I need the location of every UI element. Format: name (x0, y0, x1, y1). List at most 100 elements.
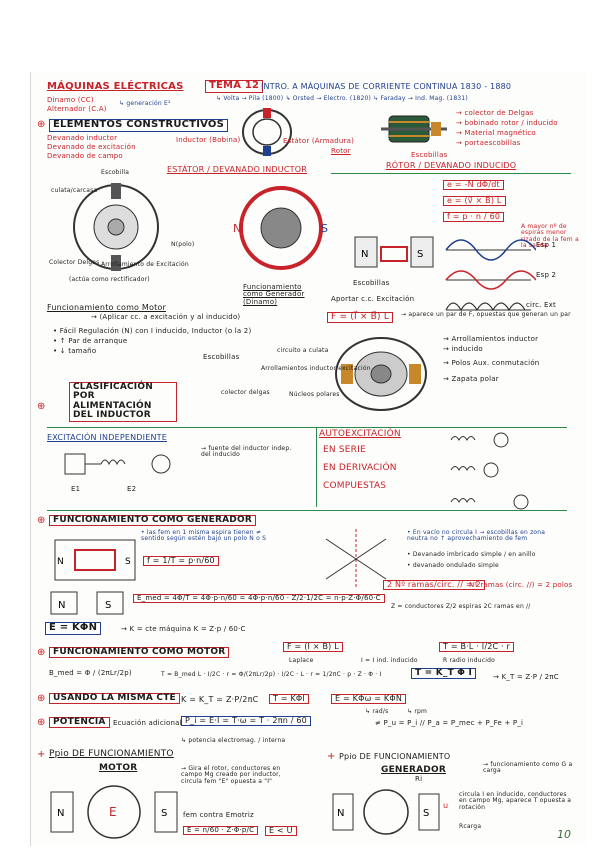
gen-funcionamiento-title: Ppio DE FUNCIONAMIENTO (339, 752, 451, 761)
polos-aux-label: → Polos Aux. conmutación (443, 359, 540, 367)
motor-bullet-3: • ↓ tamaño (53, 347, 97, 355)
generador-note-4: • devanado ondulado simple (407, 562, 499, 569)
colector-motor-label: colector delgas (221, 389, 270, 396)
elementos-title: ELEMENTOS CONSTRUCTIVOS (49, 119, 228, 132)
rads-label: ↳ rad/s (365, 708, 389, 715)
escobillas-label: Escobillas (411, 151, 448, 159)
indep-title: EXCITACIÓN INDEPENDIENTE (47, 433, 167, 442)
portaescobillas-label: → portaescobillas (456, 139, 521, 147)
r-radio-label: R radio inducido (443, 657, 495, 664)
compuestas-label: COMPUESTAS (323, 481, 387, 491)
material-label: → Material magnético (456, 129, 536, 137)
estator-label: Estátor (Armadura) (283, 137, 354, 145)
svg-text:S: S (161, 808, 167, 819)
kt-formula: → K_T = Z·P / 2πC (493, 673, 559, 681)
generador-freq-formula: f = 1/T = p·n/60 (143, 556, 219, 567)
bullet-icon: ⊕ (37, 515, 46, 526)
divider-line (47, 510, 567, 511)
arrollamiento-label: Arrollamiento de Excitación (101, 261, 189, 268)
rotor-escobillas-label: Escobillas (353, 279, 390, 287)
rotor-sketch-icon (381, 115, 447, 143)
potencia-subtitle: Ecuación adicional (113, 719, 182, 727)
circuito-label: circuito a culata (277, 347, 329, 354)
autoexc-circuits-icon (450, 432, 529, 510)
divider-line (316, 427, 317, 507)
motor-t-formula: T = B·L · I/2C · r (439, 642, 515, 653)
motor-title: FUNCIONAMIENTO COMO MOTOR (49, 647, 230, 659)
divider-line (331, 173, 571, 174)
generacion-label: ↳ generación E² (119, 100, 171, 107)
svg-text:S: S (125, 557, 131, 567)
fuente-label: → fuente del inductor indep. del inducid… (201, 445, 292, 459)
laplace-label: Laplace (289, 657, 314, 664)
colector-label: Colector Delgas (49, 259, 100, 266)
e2-label: E2 (127, 485, 137, 493)
plus-icon: + (327, 751, 336, 762)
estator-sketch-icon (242, 108, 292, 156)
divider-line (47, 427, 567, 428)
motor-intro-title: Funcionamiento como Motor (47, 303, 167, 312)
inductor-label: Inductor (Bobina) (176, 136, 241, 144)
gen-desc: circula I en inducido, conductores en ca… (459, 791, 572, 811)
e1-label: E1 (71, 485, 81, 493)
generator-diagram-icon: N S (332, 789, 440, 835)
polos-label: N(polo) (171, 241, 195, 248)
waveform-plot-icon (445, 239, 536, 312)
potencia-note: ↳ potencia electromag. / interna (181, 737, 286, 744)
ekphi-formula: E = KΦN (45, 622, 102, 635)
elementos-item-1: Devanado inductor (47, 134, 118, 142)
t-short-formula: T = K_T Φ I (411, 668, 477, 680)
dinamo-label: Dinamo (CC) (47, 96, 94, 104)
ri-label: Ri (415, 775, 423, 783)
zapata-label: → Zapata polar (443, 375, 499, 383)
bmed-formula: B_med = Φ / (2πLr/2p) (49, 669, 132, 677)
aportar-excitacion-label: Aportar c.c. Excitación (331, 295, 415, 303)
t-full-formula: T = B_med L · I/2C · r = Φ/(2πLr/2p) · I… (161, 671, 382, 678)
arrollamientos-label: Arrollamientos inductor/excitación (261, 365, 371, 372)
fem-formula: E = n/60 · Z·Φ·p/C (183, 826, 259, 836)
svg-text:N: N (58, 600, 65, 611)
ramas-polos-formula: Nº ramas (circ. //) = 2 polos (469, 581, 573, 589)
bullet-icon: ⊕ (37, 693, 46, 704)
svg-text:N: N (361, 249, 368, 260)
svg-text:N: N (57, 808, 64, 819)
autoexc-title: AUTOEXCITACIÓN (319, 429, 401, 439)
misma-cte-title: USANDO LA MISMA CTE (49, 693, 180, 705)
emed-formula: E_med = 4Φ/T = 4Φ·p·n/60 = 4Φ·p·n/60 · Z… (133, 594, 385, 604)
arrollamiento-inductor-label: → Arrollamientos inductor (443, 335, 539, 343)
generador-coil-icon: N S (54, 539, 136, 581)
generador-sub-title: GENERADOR (381, 765, 446, 775)
rotor-formula-2: e = (v⃗ × B⃗) L (443, 196, 506, 207)
misma-cte-e: E = KΦω = KΦN (331, 694, 407, 705)
rpm-label: ↳ rpm (407, 708, 428, 715)
motor-bullet-2: • ↑ Par de arranque (53, 337, 128, 345)
bobinado-label: → bobinado rotor / inducido (456, 119, 558, 127)
generador-note-1: • las fem en 1 misma espira tienen ≠ sen… (141, 529, 267, 543)
rotor-label: Rotor (331, 147, 351, 155)
ns-magnet-icon: N S (50, 591, 124, 615)
svg-text:E: E (109, 805, 117, 819)
kcte-label: → K = cte máquina K = Z·p / 60·C (121, 625, 246, 633)
alternador-label: Alternador (C.A) (47, 105, 107, 113)
potencia-pu: ≠ P_u = P_i // P_a = P_mec + P_Fe + P_i (375, 719, 524, 727)
serie-label: EN SERIE (323, 445, 366, 455)
svg-text:N: N (337, 808, 344, 819)
tema-subtitle: INTRO. A MÁQUINAS DE CORRIENTE CONTINUA … (261, 82, 512, 91)
svg-text:S: S (423, 808, 429, 819)
motor-intro-desc: → (Aplicar cc. a excitación y al inducid… (91, 313, 241, 321)
svg-text:N: N (57, 557, 64, 567)
bullet-icon: ⊕ (37, 119, 46, 130)
svg-text:S: S (417, 249, 423, 260)
svg-text:S: S (105, 600, 111, 611)
clasificacion-title: CLASIFICACIÓN POR ALIMENTACIÓN DEL INDUC… (69, 382, 177, 422)
generador-title: FUNCIONAMIENTO COMO GENERADOR (49, 515, 256, 527)
svg-text:S: S (321, 222, 328, 235)
generador-note-3: • Devanado imbricado simple / en anillo (407, 551, 536, 558)
rotor-magnet-icon: N S (354, 236, 434, 268)
plus-icon: + (37, 749, 46, 760)
escobillas-motor-label: Escobillas (203, 353, 240, 361)
motor-bullet-1: • Fácil Regulación (N) con I inducido, I… (53, 327, 252, 335)
funcionamiento-generador-label: Funcionamiento como Generador (Dinamo) (243, 283, 305, 306)
tema-badge: TEMA 12 (205, 80, 264, 93)
page-number: 10 (557, 828, 571, 841)
